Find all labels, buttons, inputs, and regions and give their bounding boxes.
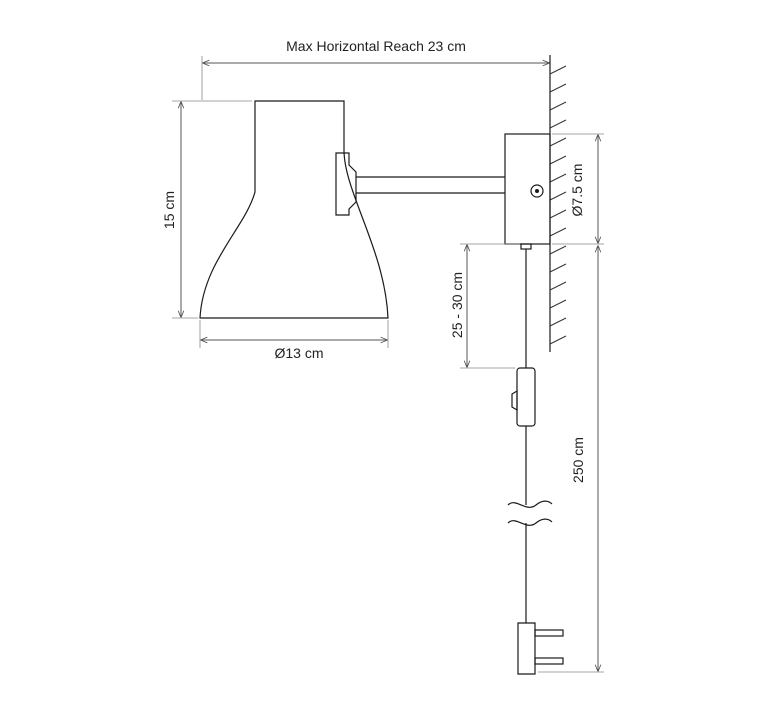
- cable-break-top: [507, 500, 553, 508]
- mount-knuckle: [335, 152, 357, 216]
- wall-hatch-line: [549, 299, 567, 309]
- screw-inner: [535, 189, 539, 193]
- wall-hatch-line: [549, 227, 567, 237]
- screw-outer: [530, 184, 544, 198]
- wall-hatch-line: [549, 281, 567, 291]
- power-cable: [507, 249, 553, 623]
- lamp-shade: [199, 100, 389, 319]
- wall-hatch-line: [549, 173, 567, 183]
- wall-hatch-line: [549, 263, 567, 273]
- dim-shade-diameter: Ø13 cm: [199, 320, 389, 361]
- dim-shade-height: 15 cm: [161, 100, 252, 319]
- wall-hatch-line: [549, 209, 567, 219]
- dim-max-reach: Max Horizontal Reach 23 cm: [201, 38, 549, 100]
- wall-hatch-line: [549, 245, 567, 255]
- wall-hatch-line: [549, 83, 567, 93]
- lamp-arm: [356, 176, 505, 194]
- diam-label: Ø13 cm: [274, 345, 323, 361]
- cable-label: 250 cm: [570, 437, 586, 483]
- wall-hatch-line: [549, 65, 567, 75]
- reach-label: Max Horizontal Reach 23 cm: [286, 38, 466, 54]
- switch-rocker: [511, 389, 518, 412]
- wall-hatch-line: [549, 335, 567, 345]
- cable-grommet: [520, 243, 532, 250]
- shade-mount: [335, 152, 357, 216]
- plug-pin-bottom: [534, 657, 564, 665]
- wall-hatching: [549, 65, 567, 345]
- wall-hatch-line: [549, 119, 567, 129]
- plug-body: [517, 622, 536, 675]
- wall-base: [504, 133, 551, 250]
- switch-label: 25 - 30 cm: [449, 272, 465, 338]
- cable-break-bottom: [507, 518, 553, 526]
- wall-hatch-line: [549, 137, 567, 147]
- dim-base-diameter: Ø7.5 cm: [552, 133, 604, 245]
- wall-hatch-line: [549, 191, 567, 201]
- inline-switch: [516, 367, 536, 427]
- wall: [549, 55, 567, 352]
- plug-pin-top: [534, 629, 564, 637]
- wall-hatch-line: [549, 155, 567, 165]
- height-label: 15 cm: [161, 191, 177, 229]
- dim-switch-distance: 25 - 30 cm: [449, 243, 520, 369]
- wall-hatch-line: [549, 317, 567, 327]
- dim-cable-length: 250 cm: [538, 246, 604, 673]
- base-label: Ø7.5 cm: [569, 164, 585, 217]
- plug: [517, 622, 564, 675]
- shade-outline: [199, 100, 389, 319]
- wall-hatch-line: [549, 101, 567, 111]
